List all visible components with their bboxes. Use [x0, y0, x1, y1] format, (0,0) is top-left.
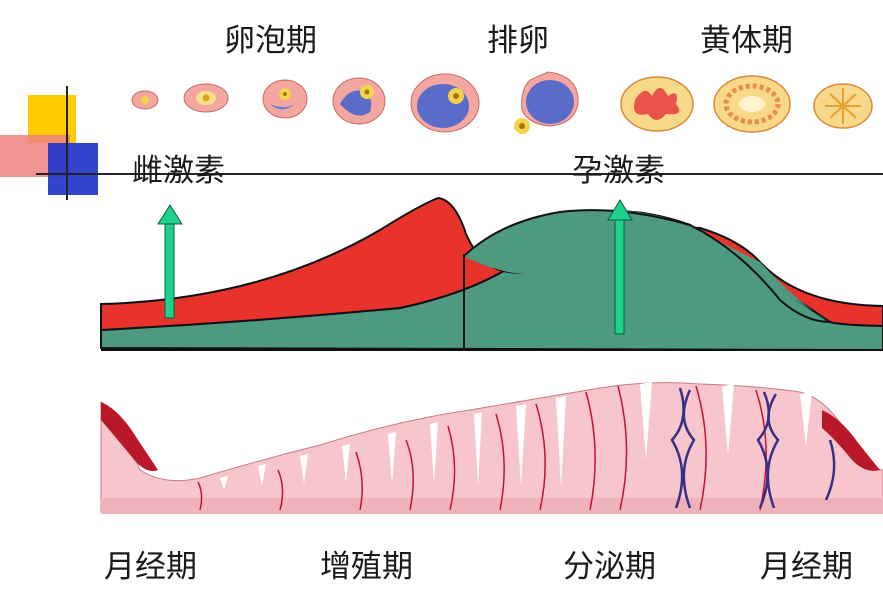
progesterone-rise	[464, 209, 830, 322]
progesterone-outline	[463, 209, 831, 323]
ovulating-follicle	[514, 71, 579, 134]
corpus-luteum-2	[713, 75, 791, 133]
corpus-luteum-3	[813, 83, 873, 129]
endometrium-base	[101, 498, 883, 514]
secretory-phase-label: 分泌期	[563, 549, 656, 585]
follicle-1	[131, 90, 159, 110]
endometrium-illustration	[100, 382, 883, 514]
follicle-row	[131, 71, 873, 134]
follicle-5	[410, 73, 480, 133]
follicle-2	[183, 83, 229, 113]
proliferative-phase-label: 增殖期	[320, 549, 413, 585]
luteal-phase-label: 黄体期	[700, 23, 793, 59]
progesterone-label: 孕激素	[572, 153, 665, 189]
hormone-curves	[100, 196, 883, 352]
menstrual-phase-end-label: 月经期	[760, 549, 853, 585]
corpus-luteum-1	[620, 76, 694, 132]
ovulation-label: 排卵	[487, 23, 549, 59]
veins	[670, 387, 836, 509]
endometrium-tissue	[100, 382, 883, 513]
follicle-3	[262, 79, 308, 119]
follicle-4	[332, 77, 386, 125]
shedding-tissue-right	[822, 410, 880, 471]
progesterone-arrow	[607, 199, 633, 335]
shedding-tissue-left	[101, 402, 158, 471]
menstrual-phase-start-label: 月经期	[104, 549, 197, 585]
decor-squares	[0, 86, 883, 200]
spiral-arteries	[197, 385, 767, 511]
decor-blue-square	[48, 143, 98, 195]
endometrial-glands	[220, 382, 812, 490]
estrogen-label: 雌激素	[132, 153, 225, 189]
follicular-phase-label: 卵泡期	[224, 23, 317, 59]
estrogen-arrow	[157, 204, 183, 319]
